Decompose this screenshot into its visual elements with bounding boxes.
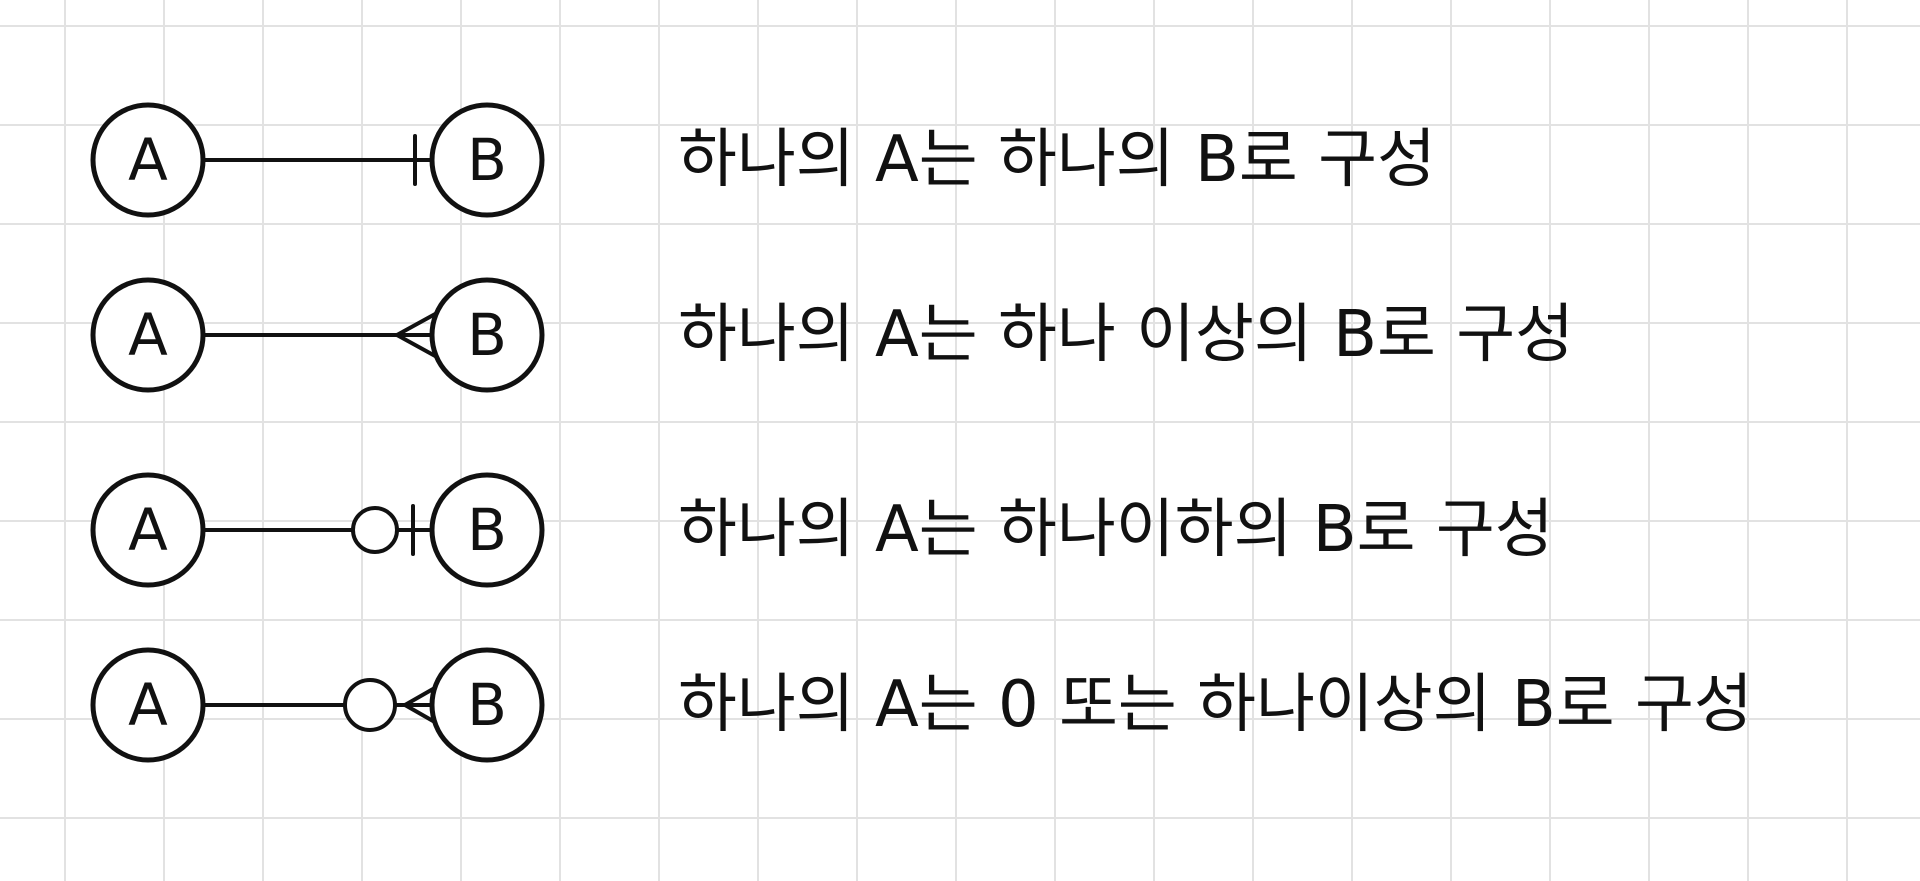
crows-foot-upper xyxy=(395,311,439,337)
entity-a-label: A xyxy=(128,301,168,369)
entity-a-node: A xyxy=(90,102,206,218)
zero-circle-mark xyxy=(351,506,399,554)
relationship-description: 하나의 A는 하나 이상의 B로 구성 xyxy=(678,298,1574,372)
entity-b-label: B xyxy=(467,126,507,194)
entity-b-label: B xyxy=(467,671,507,739)
entity-b-node: B xyxy=(429,102,545,218)
relationship-row: A B 하나의 A는 하나 이상의 B로 구성 xyxy=(90,277,1574,393)
relationship-row: A B 하나의 A는 0 또는 하나이상의 B로 구성 xyxy=(90,647,1753,763)
entity-b-node: B xyxy=(429,277,545,393)
entity-b-label: B xyxy=(467,496,507,564)
entity-a-node: A xyxy=(90,277,206,393)
entity-a-node: A xyxy=(90,647,206,763)
relationship-row: A B 하나의 A는 하나의 B로 구성 xyxy=(90,102,1436,218)
entity-a-node: A xyxy=(90,472,206,588)
entity-a-label: A xyxy=(128,671,168,739)
entity-b-label: B xyxy=(467,301,507,369)
entity-b-node: B xyxy=(429,472,545,588)
entity-a-label: A xyxy=(128,496,168,564)
zero-circle-mark xyxy=(343,678,397,732)
entity-b-node: B xyxy=(429,647,545,763)
relationship-description: 하나의 A는 하나이하의 B로 구성 xyxy=(678,493,1554,567)
entity-a-label: A xyxy=(128,126,168,194)
crows-foot-lower xyxy=(395,333,439,359)
relationship-description: 하나의 A는 0 또는 하나이상의 B로 구성 xyxy=(678,668,1753,742)
relationship-row: A B 하나의 A는 하나이하의 B로 구성 xyxy=(90,472,1554,588)
relationship-description: 하나의 A는 하나의 B로 구성 xyxy=(678,123,1436,197)
